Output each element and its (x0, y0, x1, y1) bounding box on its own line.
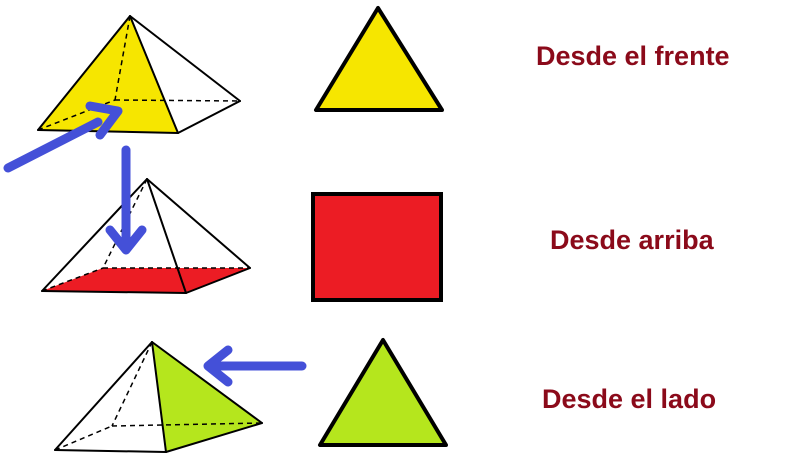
arrow-top-view (105, 145, 147, 255)
pyramid-base-shaded (42, 268, 250, 293)
label-top-view: Desde arriba (550, 225, 715, 255)
red-square-icon (311, 192, 443, 302)
pyramid-front (37, 15, 241, 134)
pyramid-front-face-shaded (38, 16, 178, 133)
arrow-side-view (203, 345, 307, 387)
pyramid-side-face-shaded (152, 342, 262, 452)
label-front-view: Desde el frente (536, 41, 730, 71)
yellow-triangle-icon (314, 6, 444, 112)
green-triangle-icon (318, 338, 448, 447)
label-side-view: Desde el lado (542, 384, 716, 414)
pyramid-side (54, 341, 263, 453)
arrow-front-view (3, 101, 123, 173)
pyramid-top (41, 178, 251, 294)
